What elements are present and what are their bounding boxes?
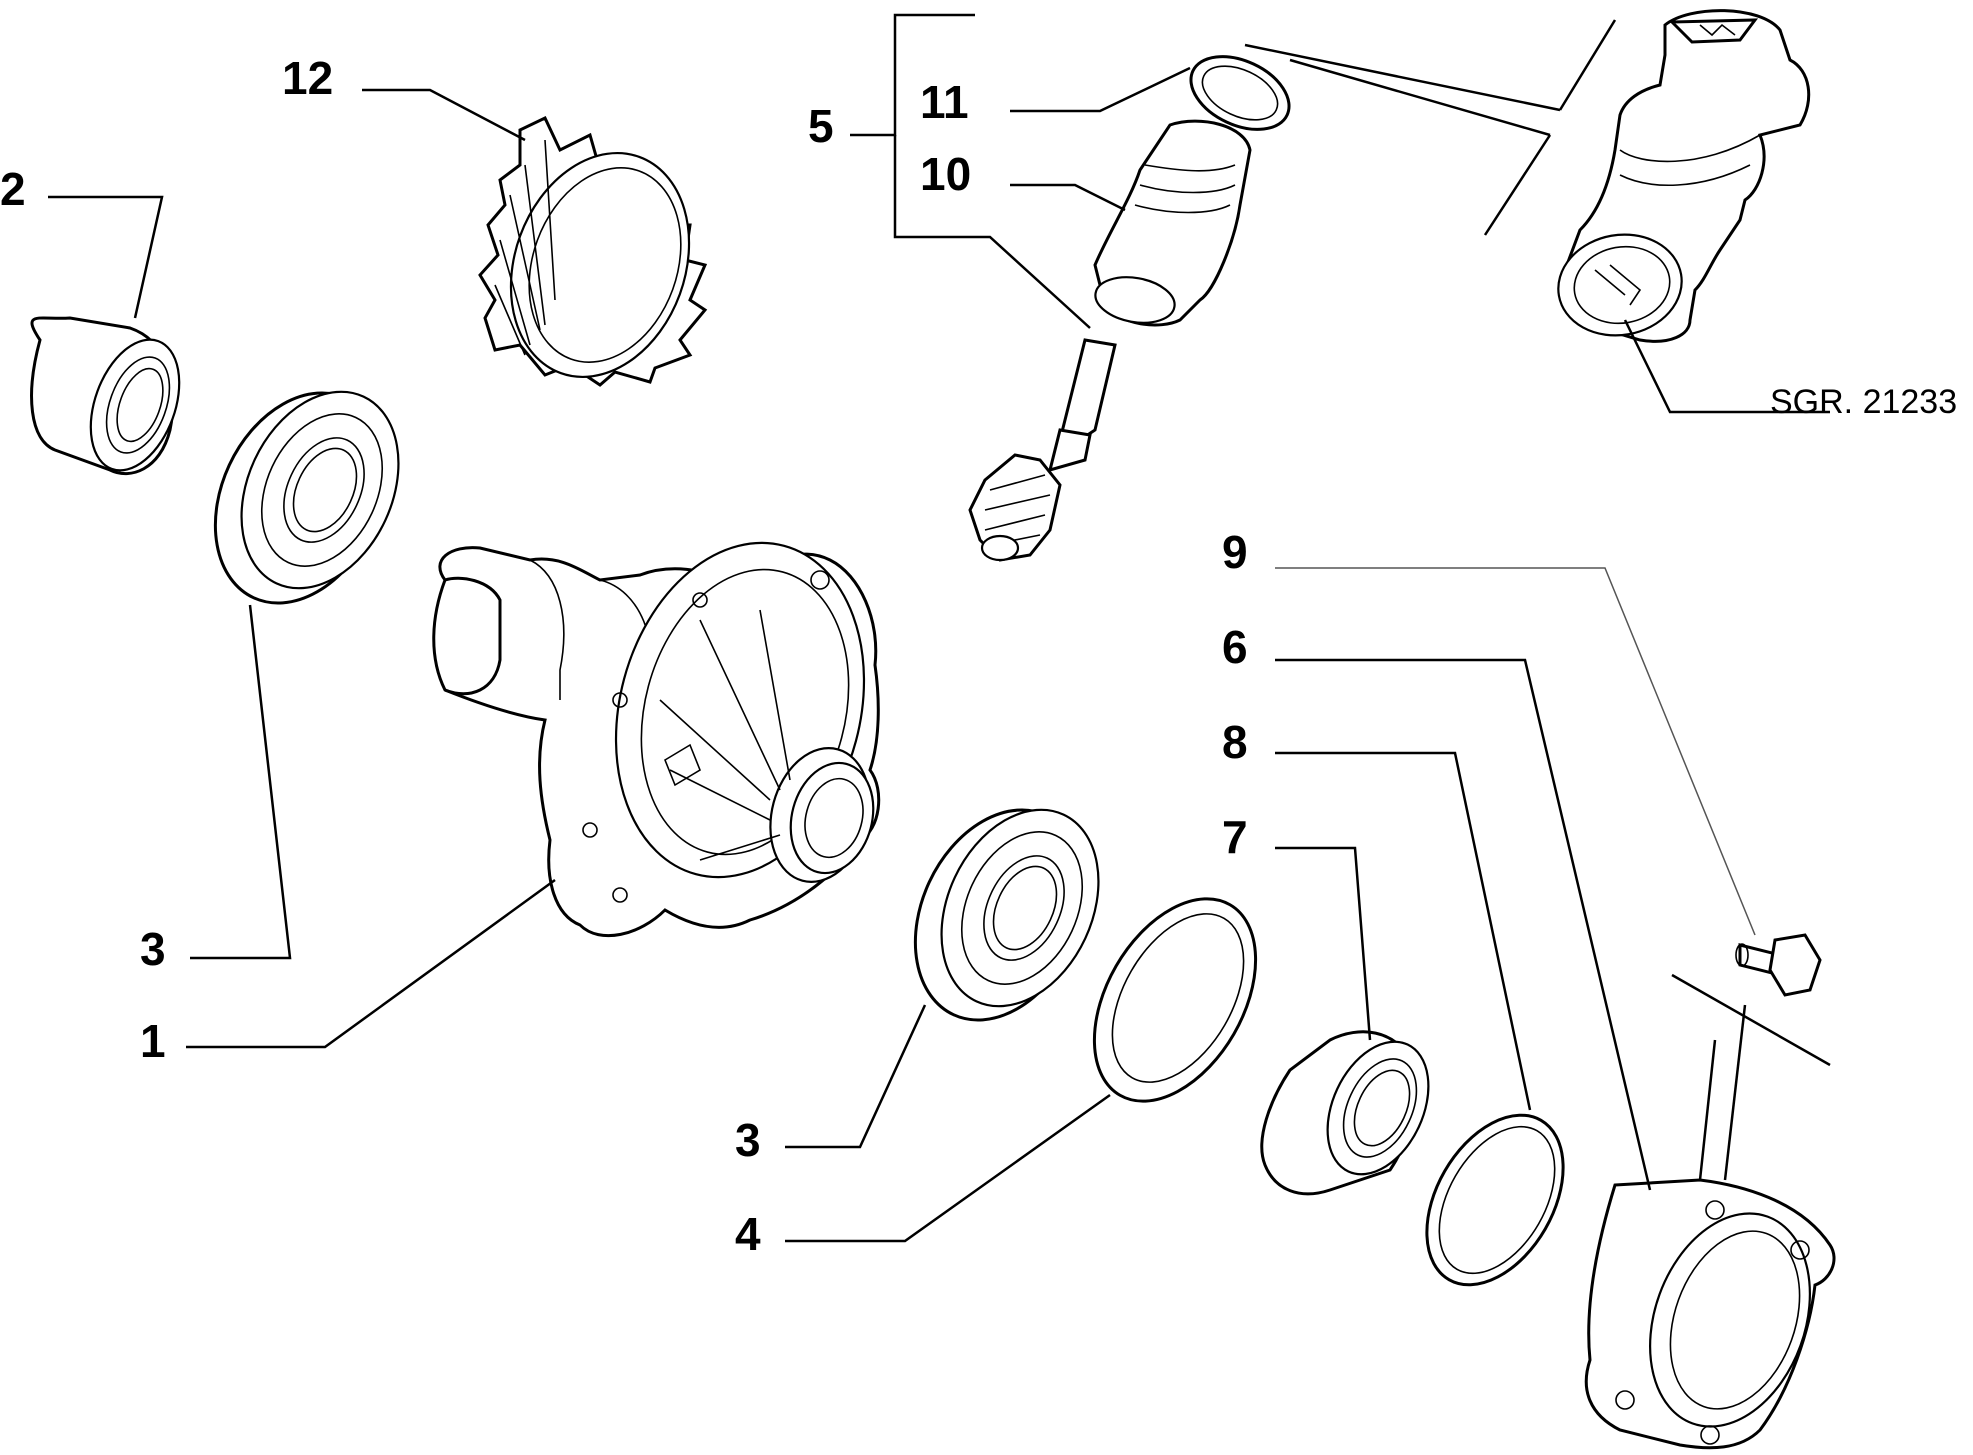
callout-10: 10: [920, 148, 971, 200]
callout-1: 1: [140, 1015, 166, 1067]
part-5-pinion-shaft: [968, 338, 1117, 562]
callout-9: 9: [1222, 526, 1248, 578]
callout-4: 4: [735, 1208, 761, 1260]
callout-6: 6: [1222, 621, 1248, 673]
reference-code: SGR. 21233: [1770, 383, 1957, 421]
part-10-sleeve: [1093, 119, 1252, 327]
callout-12: 12: [282, 52, 333, 104]
leader-lines: [48, 13, 1831, 1243]
speed-sensor: [1557, 9, 1811, 343]
part-12-ring-gear: [478, 115, 708, 387]
part-9-bolt: [1735, 933, 1822, 997]
part-11-washer: [1189, 55, 1291, 131]
callout-7: 7: [1222, 811, 1248, 863]
part-3-bearing-right: [913, 808, 1100, 1022]
callout-8: 8: [1222, 716, 1248, 768]
part-4-seal: [1092, 897, 1258, 1103]
part-1-differential-housing: [432, 541, 881, 938]
callout-11: 11: [920, 76, 969, 128]
callout-labels: 12 2 3 1 3 4 5 11 10 9 6 8 7 SGR. 21233: [0, 52, 1957, 1260]
part-3-bearing-left: [213, 390, 400, 605]
callout-5: 5: [808, 100, 834, 152]
part-8-o-ring: [1425, 1113, 1565, 1287]
callout-2: 2: [0, 163, 26, 215]
callout-3-right: 3: [735, 1114, 761, 1166]
part-7-bushing: [1260, 1030, 1430, 1196]
callout-3-left: 3: [140, 923, 166, 975]
part-2-bearing: [30, 316, 181, 476]
part-6-flange-cover: [1584, 1178, 1836, 1450]
